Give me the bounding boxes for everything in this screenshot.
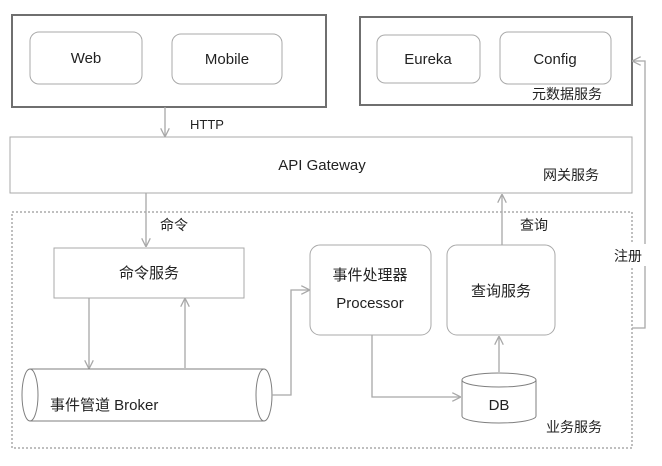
query-service-box bbox=[446, 244, 556, 336]
event-processor-box bbox=[309, 244, 432, 336]
web-client-label: Web bbox=[71, 50, 102, 67]
eureka-box bbox=[376, 34, 481, 84]
db-label: DB bbox=[489, 397, 510, 414]
register-label: 注册 bbox=[614, 248, 642, 264]
db-cylinder bbox=[461, 372, 537, 424]
config-box bbox=[499, 31, 612, 85]
config-label: Config bbox=[533, 51, 576, 68]
api-gateway-label: API Gateway bbox=[278, 157, 366, 174]
command-service-label: 命令服务 bbox=[119, 264, 179, 282]
business-caption: 业务服务 bbox=[546, 419, 602, 435]
processor-to-db-arrow bbox=[371, 335, 460, 397]
gateway-caption: 网关服务 bbox=[543, 167, 599, 183]
register-arrow bbox=[632, 61, 646, 329]
broker-label: 事件管道 Broker bbox=[50, 397, 158, 414]
api-gateway-box bbox=[9, 136, 633, 194]
broker-to-processor-arrow bbox=[272, 290, 309, 396]
command-label: 命令 bbox=[160, 217, 188, 233]
event-processor-label-en: Processor bbox=[336, 295, 404, 312]
register-label-bg bbox=[612, 244, 652, 266]
query-service-label: 查询服务 bbox=[471, 283, 531, 300]
business-services-container bbox=[11, 211, 633, 449]
http-label: HTTP bbox=[190, 117, 224, 132]
metadata-caption: 元数据服务 bbox=[532, 86, 602, 102]
eureka-label: Eureka bbox=[404, 51, 452, 68]
query-label: 查询 bbox=[520, 217, 548, 233]
command-service-box bbox=[53, 247, 245, 299]
broker-pipe bbox=[21, 368, 273, 422]
mobile-client-box bbox=[171, 33, 283, 85]
mobile-client-label: Mobile bbox=[205, 51, 249, 68]
event-processor-label-cn: 事件处理器 bbox=[332, 267, 407, 284]
web-client-box bbox=[29, 31, 143, 85]
